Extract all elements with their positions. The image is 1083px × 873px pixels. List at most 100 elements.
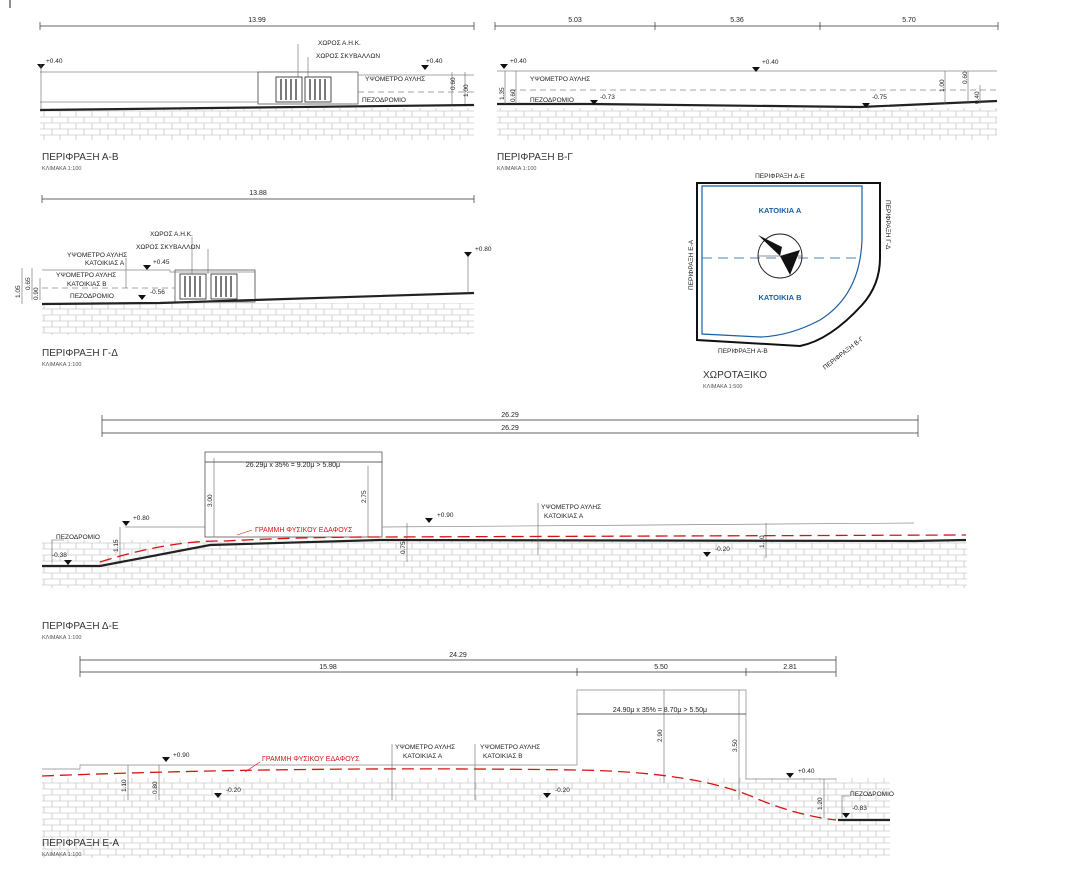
level-marker: +0.45 <box>153 259 170 266</box>
section-scale: ΚΛΙΜΑΚΑ 1:100 <box>42 362 81 368</box>
level-marker: -0.83 <box>852 805 867 812</box>
vertical-dim: 1.15 <box>113 539 120 552</box>
label-yard-b: ΥΨΟΜΕΤΡΟ ΑΥΛΗΣ <box>56 272 116 279</box>
label-sidewalk: ΠΕΖΟΔΡΟΜΙΟ <box>56 534 100 541</box>
vertical-dim: 0.80 <box>152 781 159 794</box>
natural-ground-label: ΓΡΑΜΜΗ ΦΥΣΙΚΟΥ ΕΔΑΦΟΥΣ <box>262 756 360 763</box>
vertical-dim: 0.90 <box>33 287 40 300</box>
level-marker: -0.56 <box>150 289 165 296</box>
level-marker: -0.20 <box>555 787 570 794</box>
dimension-value: 2.81 <box>783 664 797 671</box>
vertical-dim: 0.60 <box>510 89 517 102</box>
house-b-label: ΚΑΤΟΙΚΙΑ Β <box>759 293 803 302</box>
level-marker: -0.73 <box>600 94 615 101</box>
section-title: ΠΕΡΙΦΡΑΞΗ Ε-Α <box>42 838 119 849</box>
label-sidewalk: ΠΕΖΟΔΡΟΜΙΟ <box>850 791 894 798</box>
label-yard-a: ΥΨΟΜΕΤΡΟ ΑΥΛΗΣ <box>395 744 455 751</box>
vertical-dim: 1.20 <box>817 797 824 810</box>
dim-formula: 24.90μ x 35% = 8.70μ > 5.50μ <box>613 707 707 714</box>
dimension-value: 26.29 <box>501 412 519 419</box>
vertical-dim: 2.75 <box>361 490 368 503</box>
label-sidewalk: ΠΕΖΟΔΡΟΜΙΟ <box>362 97 406 104</box>
section-scale: ΚΛΙΜΑΚΑ 1:100 <box>42 635 81 641</box>
dimension-value: 5.03 <box>568 17 582 24</box>
dimension-value: 5.36 <box>730 17 744 24</box>
vertical-dim: 3.00 <box>207 494 214 507</box>
section-de: 26.29 26.29 26.29μ x 35% = 9.20μ > 5.80μ… <box>42 412 967 641</box>
vertical-dim: 0.60 <box>962 71 969 84</box>
section-scale: ΚΛΙΜΑΚΑ 1:100 <box>42 852 81 858</box>
dimension-value: 13.99 <box>248 17 266 24</box>
dim-formula: 26.29μ x 35% = 9.20μ > 5.80μ <box>246 462 340 469</box>
retaining-wall-profile <box>125 451 915 538</box>
section-title: ΠΕΡΙΦΡΑΞΗ Δ-Ε <box>42 621 119 632</box>
dimension-line: 26.29 26.29 <box>101 412 919 437</box>
level-marker: -0.20 <box>226 787 241 794</box>
dimension-line: 5.03 5.36 5.70 <box>494 17 999 30</box>
vertical-dim: 0.60 <box>450 77 457 90</box>
level-marker: -0.75 <box>872 94 887 101</box>
site-plan: ΚΑΤΟΙΚΙΑ Α ΚΑΤΟΙΚΙΑ Β ΠΕΡΙΦΡΑΞΗ Δ-Ε ΠΕΡΙ… <box>688 173 891 390</box>
section-title: ΠΕΡΙΦΡΑΞΗ Β-Γ <box>497 152 573 163</box>
side-label-gd: ΠΕΡΙΦΡΑΞΗ Γ-Δ <box>884 200 891 250</box>
label-house: ΚΑΤΟΙΚΙΑΣ Α <box>544 513 584 520</box>
section-title: ΠΕΡΙΦΡΑΞΗ Α-Β <box>42 152 119 163</box>
vertical-dim: 2.90 <box>657 729 664 742</box>
level-marker: +0.40 <box>798 768 815 775</box>
section-scale: ΚΛΙΜΑΚΑ 1:100 <box>42 166 81 172</box>
dimension-line: 24.29 15.98 5.50 2.81 <box>79 652 837 677</box>
site-title: ΧΩΡΟΤΑΞΙΚΟ <box>703 370 767 381</box>
section-bg: 5.03 5.36 5.70 +0.40 +0.40 -0.73 -0.75 Υ… <box>494 17 999 172</box>
label-house-a: ΚΑΤΟΙΚΙΑΣ Α <box>85 260 125 267</box>
retaining-wall-profile <box>42 689 836 780</box>
vertical-dim: 1.35 <box>499 87 506 100</box>
label-house-a: ΚΑΤΟΙΚΙΑΣ Α <box>403 753 443 760</box>
north-arrow-icon <box>757 233 803 279</box>
section-gd: 13.88 +0.80 +0.45 -0.56 ΧΩΡΟΣ Α.Η.Κ. ΧΩΡ… <box>15 190 492 368</box>
label-yard: ΥΨΟΜΕΤΡΟ ΑΥΛΗΣ <box>541 504 601 511</box>
vertical-dim: 0.40 <box>974 91 981 104</box>
level-marker: +0.90 <box>437 512 454 519</box>
section-ea: 24.29 15.98 5.50 2.81 24.90μ x 35% = 8.7… <box>41 652 894 858</box>
dimension-line: 13.99 <box>39 17 475 30</box>
vertical-dim: 1.05 <box>15 285 22 298</box>
level-marker: +0.90 <box>173 752 190 759</box>
level-marker: -0.20 <box>715 546 730 553</box>
label-house-b: ΚΑΤΟΙΚΙΑΣ Β <box>483 753 523 760</box>
label-bins: ΧΩΡΟΣ ΣΚΥΒΑΛΛΩΝ <box>316 53 380 60</box>
side-label-de: ΠΕΡΙΦΡΑΞΗ Δ-Ε <box>755 173 805 180</box>
label-bins: ΧΩΡΟΣ ΣΚΥΒΑΛΛΩΝ <box>136 244 200 251</box>
vertical-dim: 0.75 <box>400 541 407 554</box>
dimension-value: 15.98 <box>319 664 337 671</box>
site-scale: ΚΛΙΜΑΚΑ 1:500 <box>703 384 742 390</box>
level-marker: +0.80 <box>133 515 150 522</box>
dimension-value: 13.88 <box>249 190 267 197</box>
section-ab: 13.99 ΧΩΡΟΣ Α.Η.Κ. ΧΩΡΟΣ ΣΚΥΒΑΛΛΩΝ ΥΨΟΜΕ… <box>37 17 475 172</box>
bin-doors <box>179 273 238 300</box>
label-sidewalk: ΠΕΖΟΔΡΟΜΙΟ <box>530 97 574 104</box>
label-ahk: ΧΩΡΟΣ Α.Η.Κ. <box>318 40 361 47</box>
label-ahk: ΧΩΡΟΣ Α.Η.Κ. <box>150 231 193 238</box>
level-marker: +0.80 <box>475 246 492 253</box>
section-title: ΠΕΡΙΦΡΑΞΗ Γ-Δ <box>42 348 118 359</box>
vertical-dim: 3.50 <box>732 739 739 752</box>
vertical-dim: 0.65 <box>25 277 32 290</box>
label-yard-b: ΥΨΟΜΕΤΡΟ ΑΥΛΗΣ <box>480 744 540 751</box>
label-house-b: ΚΑΤΟΙΚΙΑΣ Β <box>67 281 107 288</box>
dimension-value: 5.70 <box>902 17 916 24</box>
natural-ground-label: ΓΡΑΜΜΗ ΦΥΣΙΚΟΥ ΕΔΑΦΟΥΣ <box>255 527 353 534</box>
vertical-dim: 1.00 <box>939 79 946 92</box>
vertical-dim: 1.00 <box>463 84 470 97</box>
section-scale: ΚΛΙΜΑΚΑ 1:100 <box>497 166 536 172</box>
label-sidewalk: ΠΕΖΟΔΡΟΜΙΟ <box>70 293 114 300</box>
vertical-dim: 1.10 <box>121 779 128 792</box>
label-yard-a: ΥΨΟΜΕΤΡΟ ΑΥΛΗΣ <box>67 252 127 259</box>
house-a-label: ΚΑΤΟΙΚΙΑ Α <box>759 206 802 215</box>
level-marker: +0.40 <box>510 58 527 65</box>
label-yard: ΥΨΟΜΕΤΡΟ ΑΥΛΗΣ <box>530 76 590 83</box>
level-marker: +0.40 <box>426 58 443 65</box>
dimension-value: 24.29 <box>449 652 467 659</box>
level-marker: -0.38 <box>52 552 67 559</box>
side-label-bg: ΠΕΡΙΦΡΑΞΗ Β-Γ <box>822 335 866 371</box>
